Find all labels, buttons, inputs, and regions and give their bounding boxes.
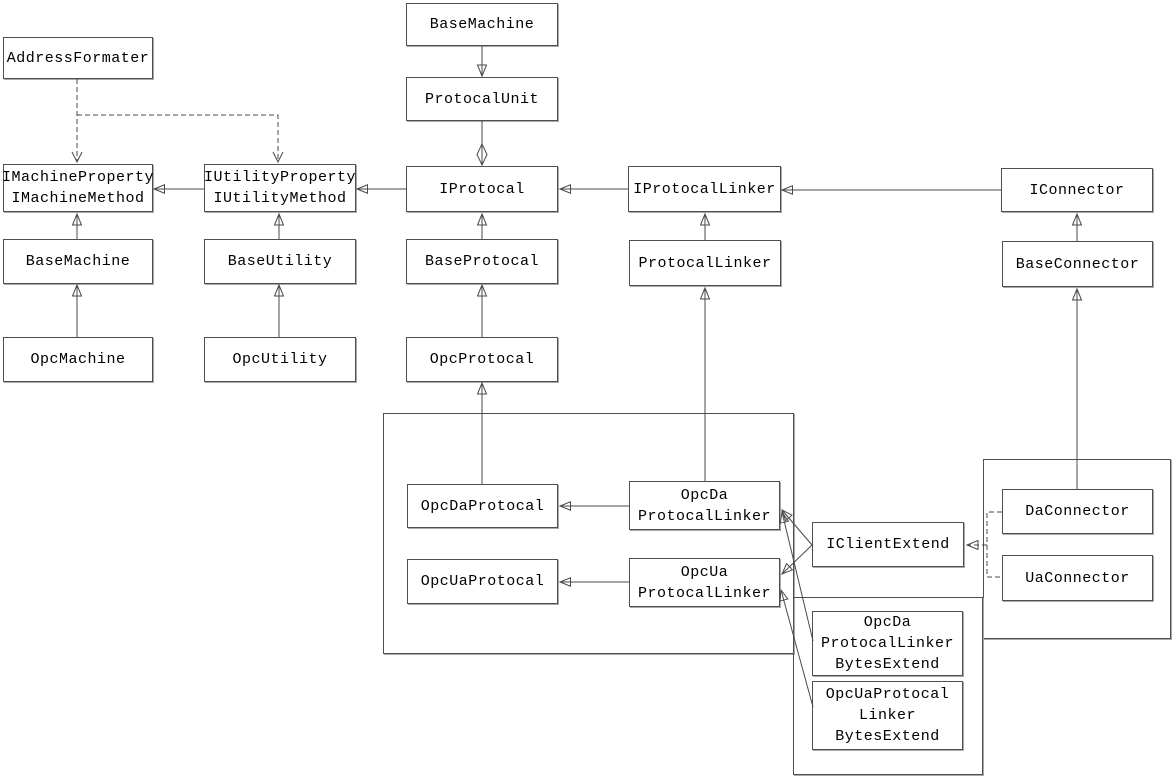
node-opcua-protocal: OpcUaProtocal	[407, 559, 558, 604]
node-opcda-linker-bytes-extend: OpcDa ProtocalLinker BytesExtend	[812, 611, 963, 676]
node-iconnector: IConnector	[1001, 168, 1153, 212]
node-opcua-protocal-linker: OpcUa ProtocalLinker	[629, 558, 780, 607]
node-iutility-property-method: IUtilityProperty IUtilityMethod	[204, 164, 356, 212]
group-opc-protocal-linker	[383, 413, 794, 654]
node-iprotocal: IProtocal	[406, 166, 558, 212]
node-base-connector: BaseConnector	[1002, 241, 1153, 287]
node-iprotocal-linker: IProtocalLinker	[628, 166, 781, 212]
group-connectors	[983, 459, 1171, 639]
node-base-machine-top: BaseMachine	[406, 3, 558, 46]
node-iclient-extend: IClientExtend	[812, 522, 964, 567]
node-opcda-protocal: OpcDaProtocal	[407, 484, 558, 528]
node-opcda-protocal-linker: OpcDa ProtocalLinker	[629, 481, 780, 530]
node-ua-connector: UaConnector	[1002, 555, 1153, 601]
node-da-connector: DaConnector	[1002, 489, 1153, 534]
node-opc-utility: OpcUtility	[204, 337, 356, 382]
node-opc-machine: OpcMachine	[3, 337, 153, 382]
node-opcua-linker-bytes-extend: OpcUaProtocal Linker BytesExtend	[812, 681, 963, 750]
node-protocal-unit: ProtocalUnit	[406, 77, 558, 121]
node-protocal-linker: ProtocalLinker	[629, 240, 781, 286]
node-base-machine: BaseMachine	[3, 239, 153, 284]
node-address-formater: AddressFormater	[3, 37, 153, 79]
node-imachine-property-method: IMachineProperty IMachineMethod	[2, 164, 154, 212]
node-base-utility: BaseUtility	[204, 239, 356, 284]
node-opc-protocal: OpcProtocal	[406, 337, 558, 382]
edge-addressformater-iutility-dashed	[77, 114, 284, 164]
node-base-protocal: BaseProtocal	[406, 239, 558, 284]
